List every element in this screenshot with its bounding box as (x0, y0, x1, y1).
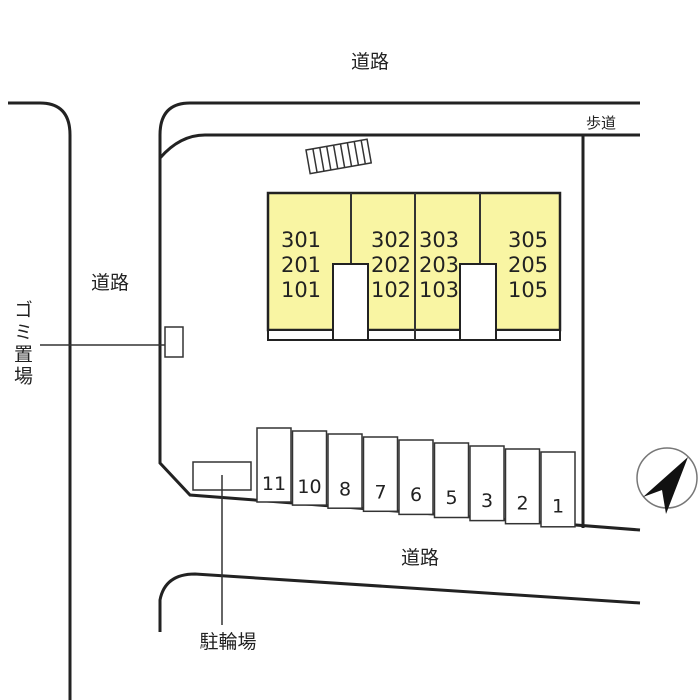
unit-number: 103 (419, 278, 459, 302)
parking-slot-number: 7 (374, 481, 386, 503)
stairs-icon (305, 138, 373, 175)
parking-slot (362, 436, 399, 513)
unit-number: 305 (508, 228, 548, 252)
road-label-left: 道路 (91, 272, 129, 294)
parking-slot-number: 3 (481, 490, 493, 512)
north-compass-icon (636, 447, 698, 514)
unit-number: 302 (371, 228, 411, 252)
parking-slot-number: 6 (410, 484, 422, 506)
parking-slot-number: 5 (445, 487, 457, 509)
parking-slot (540, 451, 576, 528)
unit-number: 303 (419, 228, 459, 252)
unit-number: 205 (508, 253, 548, 277)
parking-slot (291, 430, 328, 506)
unit-number: 201 (281, 253, 321, 277)
parking-slot (327, 433, 363, 509)
parking-slot-number: 2 (516, 493, 528, 515)
lot-top-edge (158, 101, 641, 532)
parking-slot-number: 10 (297, 476, 321, 498)
parking-slot (433, 442, 470, 519)
parking-slots: 11 10 8 7 6 5 3 2 1 (256, 427, 576, 528)
parking-slot (256, 427, 292, 503)
sidewalk-label: 歩道 (586, 114, 616, 132)
bottom-road-edge (158, 572, 641, 632)
road-label-bottom: 道路 (401, 547, 439, 569)
garbage-label: ゴミ置場 (11, 300, 33, 388)
unit-number: 202 (371, 253, 411, 277)
sidewalk-line (158, 133, 640, 159)
parking-slot (469, 445, 505, 522)
parking-slot (504, 448, 541, 525)
stairwell (332, 263, 369, 341)
unit-number: 102 (371, 278, 411, 302)
unit-number: 105 (508, 278, 548, 302)
apartment-building: 301 201 101 302 202 102 303 203 103 305 … (266, 191, 562, 341)
parking-slot-number: 8 (339, 479, 351, 501)
unit-number: 301 (281, 228, 321, 252)
unit-number: 101 (281, 278, 321, 302)
parking-slot-number: 1 (552, 495, 564, 517)
parking-slot (398, 439, 434, 516)
road-label-top: 道路 (351, 51, 389, 73)
unit-number: 203 (419, 253, 459, 277)
parking-slot-number: 11 (262, 473, 286, 495)
bicycle-parking-label: 駐輪場 (199, 631, 256, 653)
garbage-area-box (164, 326, 184, 358)
left-road-edge (8, 101, 72, 700)
stairwell (459, 263, 497, 341)
